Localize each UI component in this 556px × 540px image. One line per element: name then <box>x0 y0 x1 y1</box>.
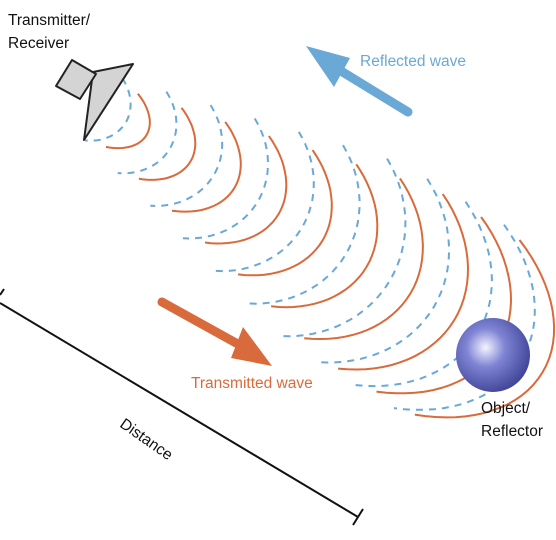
distance-scale <box>0 288 364 526</box>
reflected-wave-front <box>150 104 224 207</box>
object-reflector-label: Object/ Reflector <box>481 397 543 443</box>
horn-waveguide <box>55 59 97 100</box>
reflected-wave-front <box>215 131 315 273</box>
sphere-icon <box>456 318 530 392</box>
transmitted-wave-front <box>204 135 288 245</box>
transmitter-label-line-1: Transmitter/ <box>8 12 91 29</box>
distance-end-tick <box>352 508 364 526</box>
reflected-wave-fronts <box>85 77 536 411</box>
reflected-wave-front <box>248 144 361 305</box>
reflected-wave-front <box>182 117 269 240</box>
horn-body <box>83 63 134 141</box>
arrow-up-left-icon <box>306 46 413 117</box>
reflected-wave-front <box>317 178 451 364</box>
distance-line <box>0 302 359 518</box>
object-label-line-2: Reflector <box>481 423 544 440</box>
reflected-wave-front <box>280 158 407 338</box>
transmitted-wave-front <box>105 93 151 150</box>
transmitted-wave-front <box>138 107 197 181</box>
transmitted-wave-front <box>414 239 556 419</box>
horn-antenna-icon <box>55 59 134 141</box>
reflected-wave-label: Reflected wave <box>360 53 466 70</box>
transmitted-wave-front <box>171 121 242 213</box>
transmitted-wave-front <box>237 149 333 277</box>
reflected-wave-front <box>85 77 132 142</box>
transmitter-label-line-2: Receiver <box>8 35 70 52</box>
transmitted-wave-front <box>271 163 379 309</box>
arrow-down-right-icon <box>157 297 272 366</box>
transmitted-wave-front <box>304 177 424 341</box>
distance-start-tick <box>0 288 5 296</box>
transmitter-receiver-label: Transmitter/ Receiver <box>8 9 90 55</box>
transmitted-wave-label: Transmitted wave <box>191 375 313 392</box>
object-label-line-1: Object/ <box>481 400 531 417</box>
transmitted-wave-front <box>338 193 470 371</box>
